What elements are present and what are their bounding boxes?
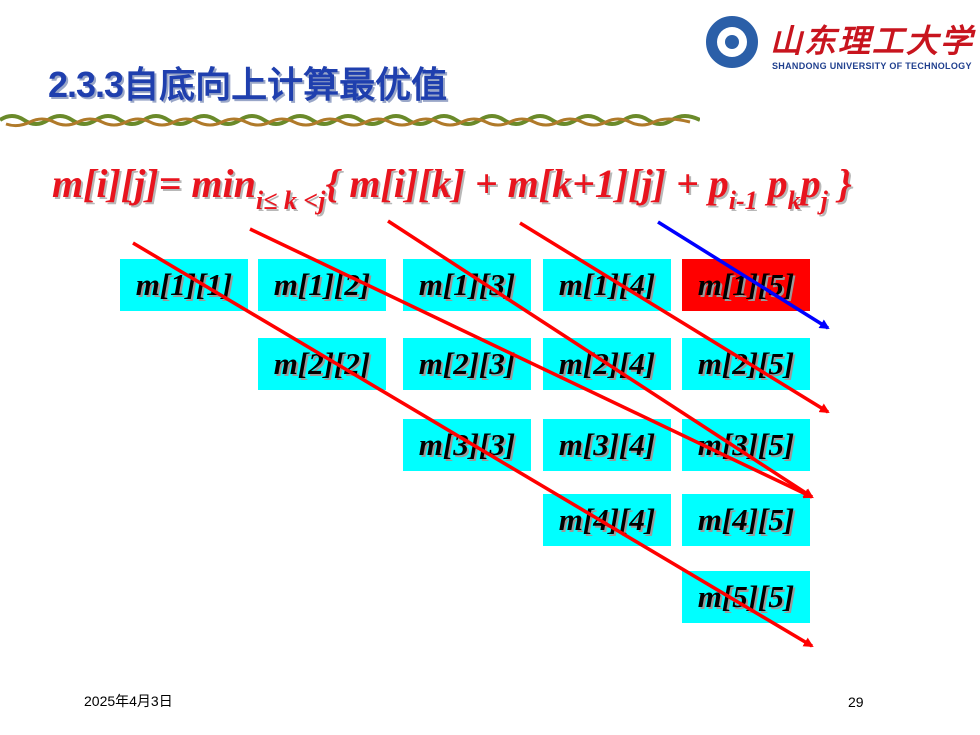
dp-cell-5-5: m[5][5] (682, 571, 810, 623)
dp-cell-2-5: m[2][5] (682, 338, 810, 390)
page-number: 29 (848, 694, 864, 710)
dp-cell-1-3: m[1][3] (403, 259, 531, 311)
dp-cell-2-4: m[2][4] (543, 338, 671, 390)
dp-cell-1-4: m[1][4] (543, 259, 671, 311)
dp-cell-1-2: m[1][2] (258, 259, 386, 311)
university-name-en: SHANDONG UNIVERSITY OF TECHNOLOGY (772, 61, 972, 71)
slide-title: 2.3.3自底向上计算最优值 (48, 56, 447, 108)
dp-cell-3-3: m[3][3] (403, 419, 531, 471)
dp-cell-4-5: m[4][5] (682, 494, 810, 546)
decorative-vine-divider (0, 114, 700, 128)
dp-cell-1-1: m[1][1] (120, 259, 248, 311)
dp-cell-3-5: m[3][5] (682, 419, 810, 471)
dp-cell-4-4: m[4][4] (543, 494, 671, 546)
university-name-cn: 山东理工大学 (770, 22, 975, 60)
dp-cell-2-3: m[2][3] (403, 338, 531, 390)
section-title: 自底向上计算最优值 (123, 65, 448, 106)
dp-cell-3-4: m[3][4] (543, 419, 671, 471)
university-emblem-icon (706, 16, 758, 68)
recurrence-formula: m[i][j]= mini≤ k <j{ m[i][k] + m[k+1][j]… (52, 161, 852, 215)
university-logo: 山东理工大学 SHANDONG UNIVERSITY OF TECHNOLOGY (706, 14, 972, 76)
dp-cell-2-2: m[2][2] (258, 338, 386, 390)
section-number: 2.3.3 (48, 64, 124, 105)
footer-date: 2025年4月3日 (84, 693, 173, 709)
dp-cell-1-5: m[1][5] (682, 259, 810, 311)
